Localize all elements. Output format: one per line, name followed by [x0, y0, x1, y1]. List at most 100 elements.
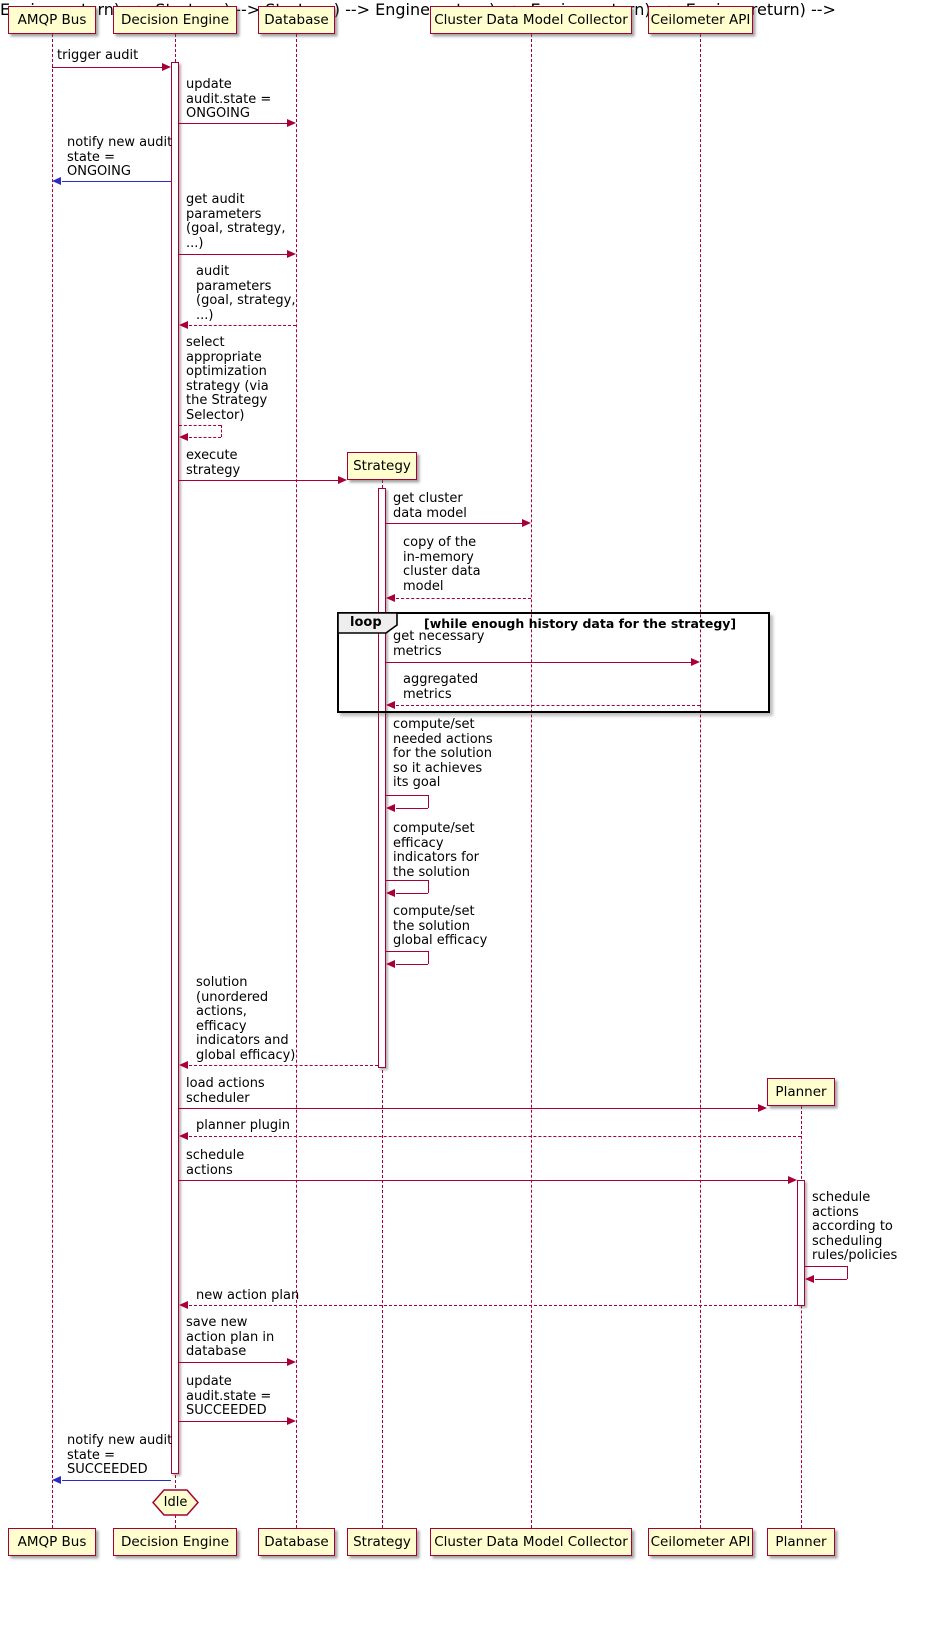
msg-select-strategy-self-side — [221, 425, 222, 437]
msg-compute-global-efficacy-self-side — [428, 951, 429, 964]
msg-get-necessary-metrics-label: get necessary metrics — [393, 629, 485, 659]
msg-return-aggregated-metrics-line — [396, 705, 700, 706]
msg-update-state-succeeded-arrowhead — [287, 1417, 296, 1425]
activation-decision-engine — [171, 62, 179, 1474]
msg-get-necessary-metrics-line — [386, 662, 692, 663]
msg-return-new-action-plan-line — [189, 1305, 797, 1306]
loop-pentagon — [337, 612, 398, 634]
msg-schedule-actions-self-side — [847, 1266, 848, 1279]
participant-strategy-bottom: Strategy — [347, 1528, 417, 1556]
msg-return-new-action-plan-arrowhead — [179, 1301, 188, 1309]
loop-condition: [while enough history data for the strat… — [424, 616, 737, 631]
msg-schedule-actions-self-label: schedule actions according to scheduling… — [812, 1190, 898, 1264]
msg-compute-global-efficacy-self-top — [386, 951, 428, 952]
msg-compute-efficacy-indicators-label: compute/set efficacy indicators for the … — [393, 821, 480, 880]
participant-decision-engine-top: Decision Engine — [113, 6, 237, 34]
msg-load-actions-scheduler-line — [179, 1108, 759, 1109]
msg-schedule-actions-self-bottom — [815, 1279, 847, 1280]
lifeline-ceilometer-api — [700, 34, 701, 1528]
msg-notify-state-succeeded-arrowhead — [52, 1476, 61, 1484]
msg-get-audit-parameters-label: get audit parameters (goal, strategy, ..… — [186, 192, 286, 251]
participant-amqp-bus-bottom: AMQP Bus — [8, 1528, 96, 1556]
msg-load-actions-scheduler-arrowhead — [758, 1104, 767, 1112]
msg-compute-global-efficacy-self-bottom — [396, 964, 428, 965]
msg-get-cluster-data-model-label: get cluster data model — [393, 491, 467, 521]
msg-save-action-plan-arrowhead — [287, 1358, 296, 1366]
msg-trigger-audit-arrowhead — [162, 63, 171, 71]
msg-trigger-audit-line — [52, 67, 163, 68]
participant-amqp-bus-top: AMQP Bus — [8, 6, 96, 34]
msg-return-new-action-plan-label: new action plan — [196, 1288, 300, 1303]
msg-return-audit-parameters-label: audit parameters (goal, strategy, ...) — [196, 264, 296, 323]
msg-return-audit-parameters-arrowhead — [179, 321, 188, 329]
msg-update-state-succeeded-label: update audit.state = SUCCEEDED — [186, 1374, 272, 1419]
lifeline-planner — [801, 1106, 802, 1528]
activation-strategy — [378, 488, 386, 1068]
msg-compute-needed-actions-arrowhead — [386, 804, 395, 812]
msg-get-audit-parameters-line — [179, 254, 288, 255]
msg-update-state-ongoing-line — [179, 123, 288, 124]
msg-notify-state-ongoing-label: notify new audit state = ONGOING — [67, 135, 173, 180]
lifeline-cluster-data-model-collector — [531, 34, 532, 1528]
msg-return-planner-plugin-line — [189, 1136, 801, 1137]
msg-update-state-succeeded-line — [179, 1421, 288, 1422]
msg-compute-efficacy-indicators-self-side — [428, 880, 429, 893]
msg-notify-state-ongoing-arrowhead — [52, 177, 61, 185]
msg-return-solution-label: solution (unordered actions, efficacy in… — [196, 975, 296, 1063]
participant-ceilometer-api-bottom: Ceilometer API — [648, 1528, 753, 1556]
activation-planner — [797, 1180, 805, 1306]
msg-compute-needed-actions-self-side — [428, 795, 429, 808]
msg-return-aggregated-metrics-arrowhead — [386, 701, 395, 709]
msg-notify-state-succeeded-line — [62, 1480, 171, 1481]
msg-compute-needed-actions-self-top — [386, 795, 428, 796]
msg-select-strategy-self-top — [179, 425, 221, 426]
msg-compute-needed-actions-self-bottom — [396, 808, 428, 809]
msg-update-state-ongoing-label: update audit.state = ONGOING — [186, 77, 272, 122]
msg-compute-needed-actions-label: compute/set needed actions for the solut… — [393, 717, 493, 791]
end-state-label: Idle — [163, 1495, 188, 1510]
msg-get-cluster-data-model-line — [386, 523, 523, 524]
end-state-hexagon — [152, 1489, 199, 1516]
msg-return-aggregated-metrics-label: aggregated metrics — [403, 672, 479, 702]
msg-schedule-actions-label: schedule actions — [186, 1148, 245, 1178]
msg-update-state-ongoing-arrowhead — [287, 119, 296, 127]
msg-return-solution-arrowhead — [179, 1061, 188, 1069]
msg-return-audit-parameters-line — [189, 325, 296, 326]
msg-compute-global-efficacy-label: compute/set the solution global efficacy — [393, 904, 488, 949]
msg-load-actions-scheduler-label: load actions scheduler — [186, 1076, 265, 1106]
msg-return-cluster-data-model-label: copy of the in-memory cluster data model — [403, 535, 481, 594]
msg-schedule-actions-line — [179, 1180, 789, 1181]
msg-compute-efficacy-indicators-self-bottom — [396, 893, 428, 894]
msg-select-strategy-label: select appropriate optimization strategy… — [186, 335, 269, 423]
msg-trigger-audit-label: trigger audit — [57, 48, 139, 63]
msg-return-solution-line — [189, 1065, 378, 1066]
msg-schedule-actions-self-arrowhead — [805, 1275, 814, 1283]
participant-planner-bottom: Planner — [767, 1528, 835, 1556]
msg-select-strategy-arrowhead — [179, 433, 188, 441]
msg-schedule-actions-arrowhead — [788, 1176, 797, 1184]
participant-strategy-created: Strategy — [347, 452, 417, 480]
msg-get-cluster-data-model-arrowhead — [522, 519, 531, 527]
participant-ceilometer-api-top: Ceilometer API — [648, 6, 753, 34]
participant-decision-engine-bottom: Decision Engine — [113, 1528, 237, 1556]
msg-get-audit-parameters-arrowhead — [287, 250, 296, 258]
participant-cluster-data-model-collector-bottom: Cluster Data Model Collector — [430, 1528, 632, 1556]
msg-return-cluster-data-model-line — [396, 598, 531, 599]
msg-select-strategy-self-bottom — [189, 437, 221, 438]
msg-notify-state-ongoing-line — [62, 181, 171, 182]
msg-compute-efficacy-indicators-self-top — [386, 880, 428, 881]
participant-database-bottom: Database — [258, 1528, 335, 1556]
msg-get-necessary-metrics-arrowhead — [691, 658, 700, 666]
msg-execute-strategy-arrowhead — [338, 476, 347, 484]
msg-execute-strategy-line — [179, 480, 339, 481]
lifeline-amqp-bus — [52, 34, 53, 1528]
participant-planner-created: Planner — [767, 1078, 835, 1106]
loop-frame — [337, 612, 770, 713]
participant-database-top: Database — [258, 6, 335, 34]
msg-return-cluster-data-model-arrowhead — [386, 594, 395, 602]
participant-cluster-data-model-collector-top: Cluster Data Model Collector — [430, 6, 632, 34]
msg-save-action-plan-label: save new action plan in database — [186, 1315, 275, 1360]
msg-save-action-plan-line — [179, 1362, 288, 1363]
lifeline-database — [296, 34, 297, 1528]
